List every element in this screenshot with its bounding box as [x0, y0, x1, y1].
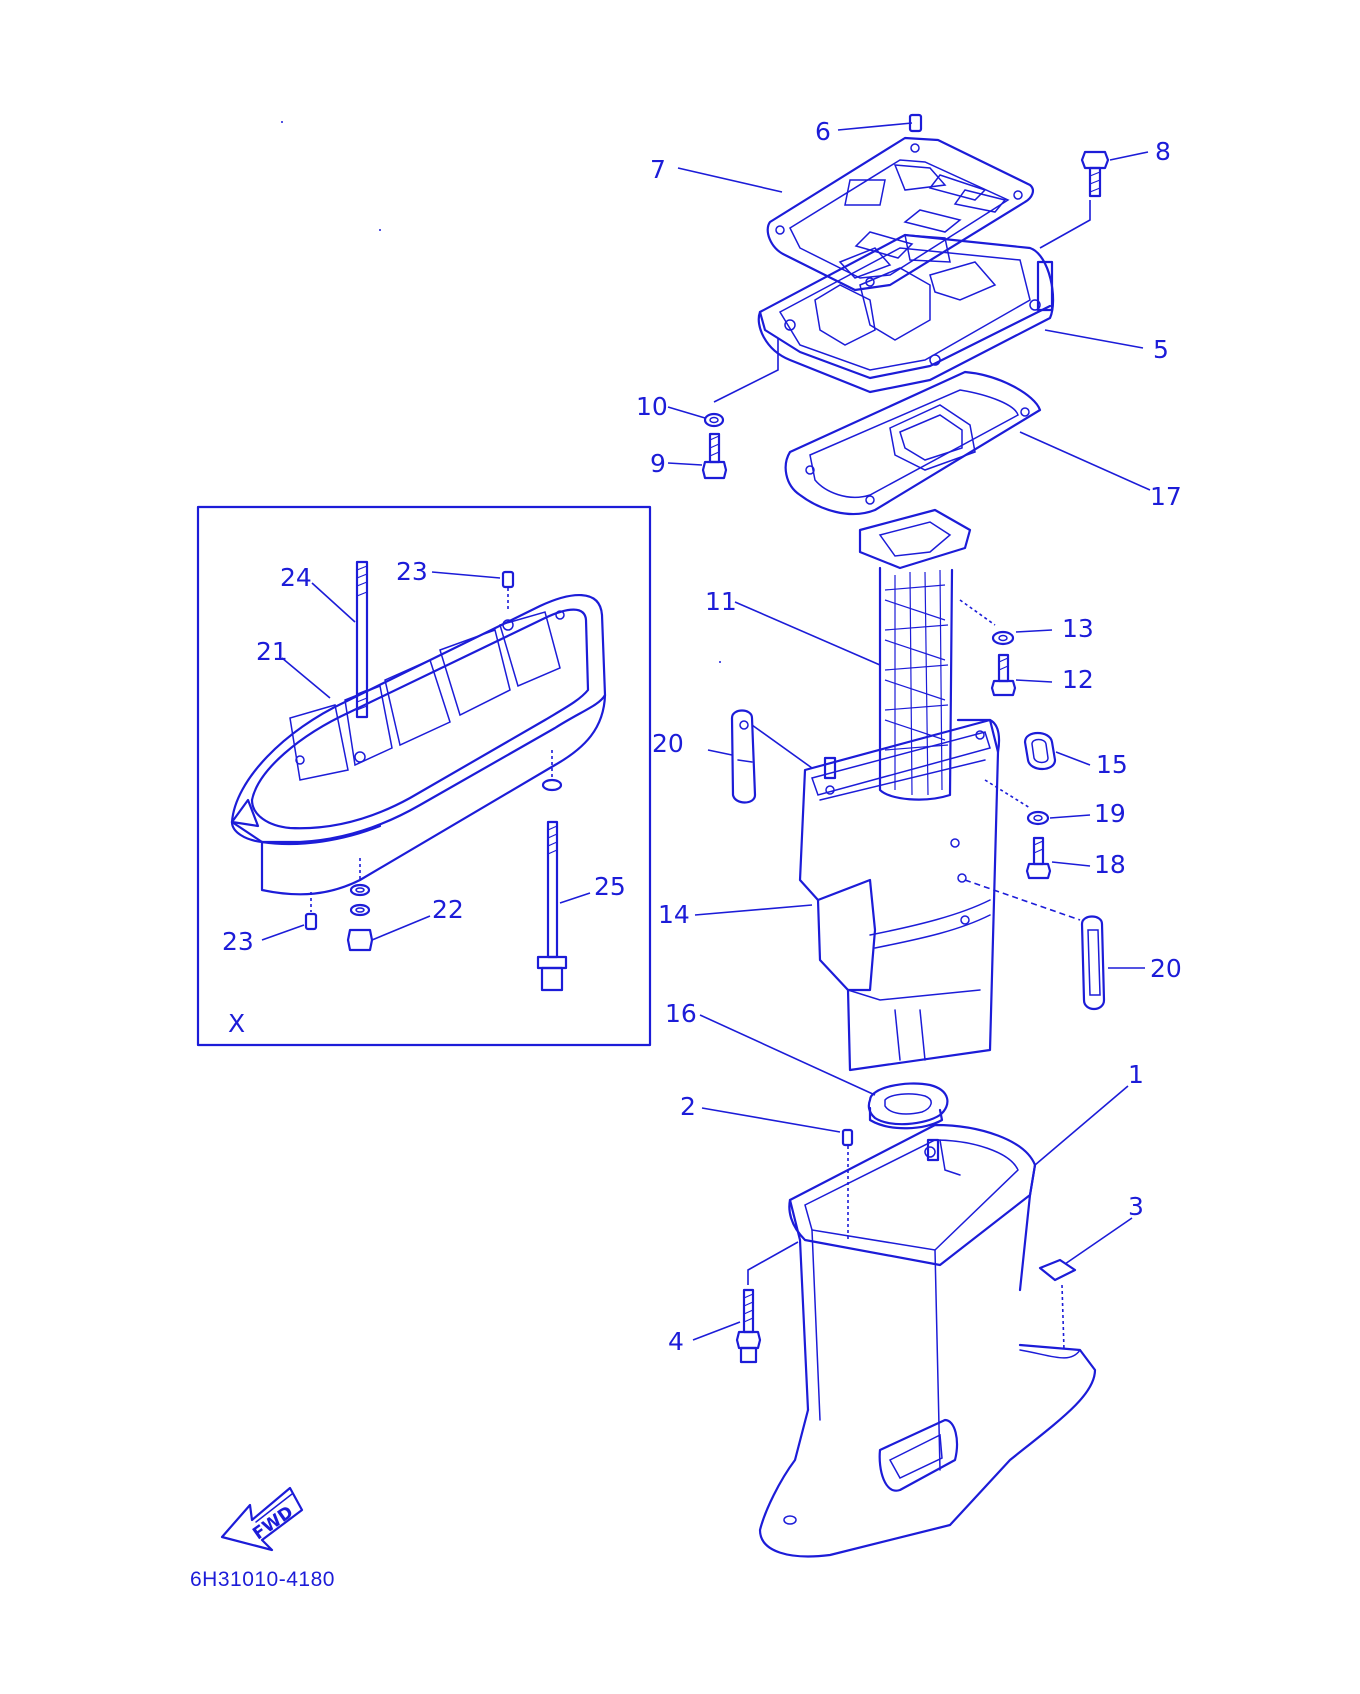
callout-1: 1: [1128, 1060, 1144, 1089]
callout-7: 7: [650, 155, 666, 184]
callout-25: 25: [594, 872, 626, 901]
part-12-bolt: [990, 653, 1017, 697]
part-20-damper-left: [730, 709, 757, 804]
callout-9: 9: [650, 449, 666, 478]
part-19-washer: [1026, 810, 1050, 826]
fwd-arrow-icon: FWD: [220, 1486, 304, 1552]
part-16-seal: [867, 1082, 949, 1130]
callout-20-right: 20: [1150, 954, 1182, 983]
part-11-exhaust-pipe: [858, 508, 972, 801]
callout-20-left: 20: [652, 729, 684, 758]
part-5-plate: [757, 233, 1055, 394]
callout-23-bottom: 23: [222, 927, 254, 956]
callout-17: 17: [1150, 482, 1182, 511]
part-24-stud: [355, 560, 369, 719]
part-23-dowel-bottom: [304, 892, 318, 931]
part-17-gasket: [784, 370, 1042, 516]
callout-24: 24: [280, 563, 312, 592]
part-14-upper-case: [798, 718, 1001, 1072]
part-23-dowel-top: [501, 570, 515, 612]
callout-14: 14: [658, 900, 690, 929]
callout-22: 22: [432, 895, 464, 924]
callout-15: 15: [1096, 750, 1128, 779]
callout-5: 5: [1153, 335, 1169, 364]
inset-detail-x: X: [196, 505, 652, 1047]
callout-13: 13: [1062, 614, 1094, 643]
part-4-bolt: [735, 1288, 762, 1364]
callout-23-top: 23: [396, 557, 428, 586]
callout-16: 16: [665, 999, 697, 1028]
part-9-bolt: [701, 432, 728, 480]
part-18-bolt: [1025, 836, 1052, 880]
callout-6: 6: [815, 117, 831, 146]
part-20-damper-right: [1080, 915, 1106, 1011]
part-3-clip: [1038, 1258, 1077, 1351]
inset-label: X: [228, 1009, 245, 1038]
callout-12: 12: [1062, 665, 1094, 694]
part-10-washer: [703, 412, 725, 428]
part-7-gasket: [766, 136, 1034, 292]
part-25-bolt: [536, 750, 568, 992]
callout-19: 19: [1094, 799, 1126, 828]
callout-18: 18: [1094, 850, 1126, 879]
part-15-grommet: [1023, 731, 1057, 771]
callout-3: 3: [1128, 1192, 1144, 1221]
part-1-lower-case: [758, 1123, 1097, 1558]
callout-10: 10: [636, 392, 668, 421]
diagram-code: 6H31010-4180: [190, 1568, 335, 1591]
callout-11: 11: [705, 587, 737, 616]
part-8-bolt: [1039, 150, 1149, 249]
part-13-washer: [991, 630, 1015, 646]
callout-2: 2: [680, 1092, 696, 1121]
callout-21: 21: [256, 637, 288, 666]
part-2-dowel: [841, 1128, 854, 1240]
callout-4: 4: [668, 1327, 684, 1356]
part-22-nut-washers: [346, 858, 374, 952]
part-21-guide: [230, 594, 607, 896]
callout-8: 8: [1155, 137, 1171, 166]
